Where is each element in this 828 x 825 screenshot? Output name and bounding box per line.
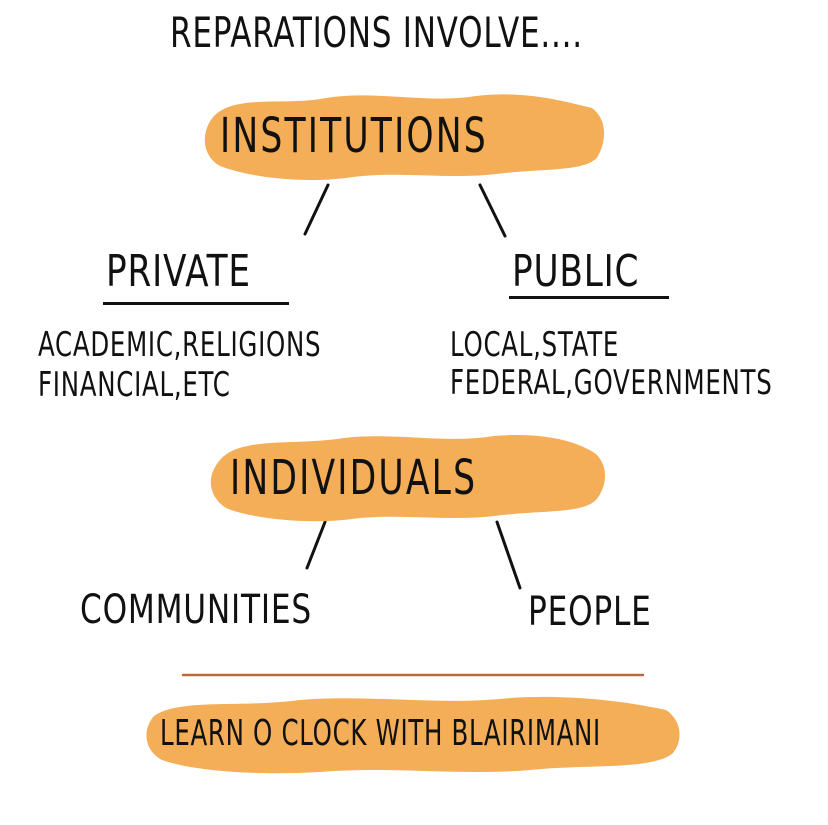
private-detail-line1: ACADEMIC,RELIGIONS — [38, 325, 322, 365]
individuals-label: INDIVIDUALS — [230, 450, 478, 506]
connector-individuals-people — [495, 520, 522, 590]
public-underline — [509, 296, 669, 299]
connector-institutions-public — [478, 183, 507, 238]
communities-label: COMMUNITIES — [80, 587, 312, 633]
connector-individuals-communities — [305, 520, 327, 570]
private-label: PRIVATE — [106, 246, 251, 297]
connector-institutions-private — [303, 183, 330, 236]
credit-node: LEARN O CLOCK WITH BLAIRIMANI — [140, 690, 688, 776]
public-detail-line1: LOCAL,STATE — [450, 325, 620, 365]
individuals-highlight-shape — [210, 434, 606, 522]
institutions-node: INSTITUTIONS — [196, 86, 610, 186]
institutions-highlight-shape — [204, 94, 605, 181]
institutions-label: INSTITUTIONS — [220, 108, 488, 164]
diagram-title: REPARATIONS INVOLVE.... — [170, 8, 583, 57]
credit-label: LEARN O CLOCK WITH BLAIRIMANI — [160, 713, 601, 754]
public-label: PUBLIC — [512, 246, 640, 297]
individuals-node: INDIVIDUALS — [204, 426, 608, 526]
public-detail-line2: FEDERAL,GOVERNMENTS — [450, 363, 773, 403]
people-label: PEOPLE — [528, 589, 652, 635]
private-underline — [103, 302, 289, 305]
credit-highlight-shape — [146, 696, 680, 774]
private-detail-line2: FINANCIAL,ETC — [38, 365, 231, 405]
